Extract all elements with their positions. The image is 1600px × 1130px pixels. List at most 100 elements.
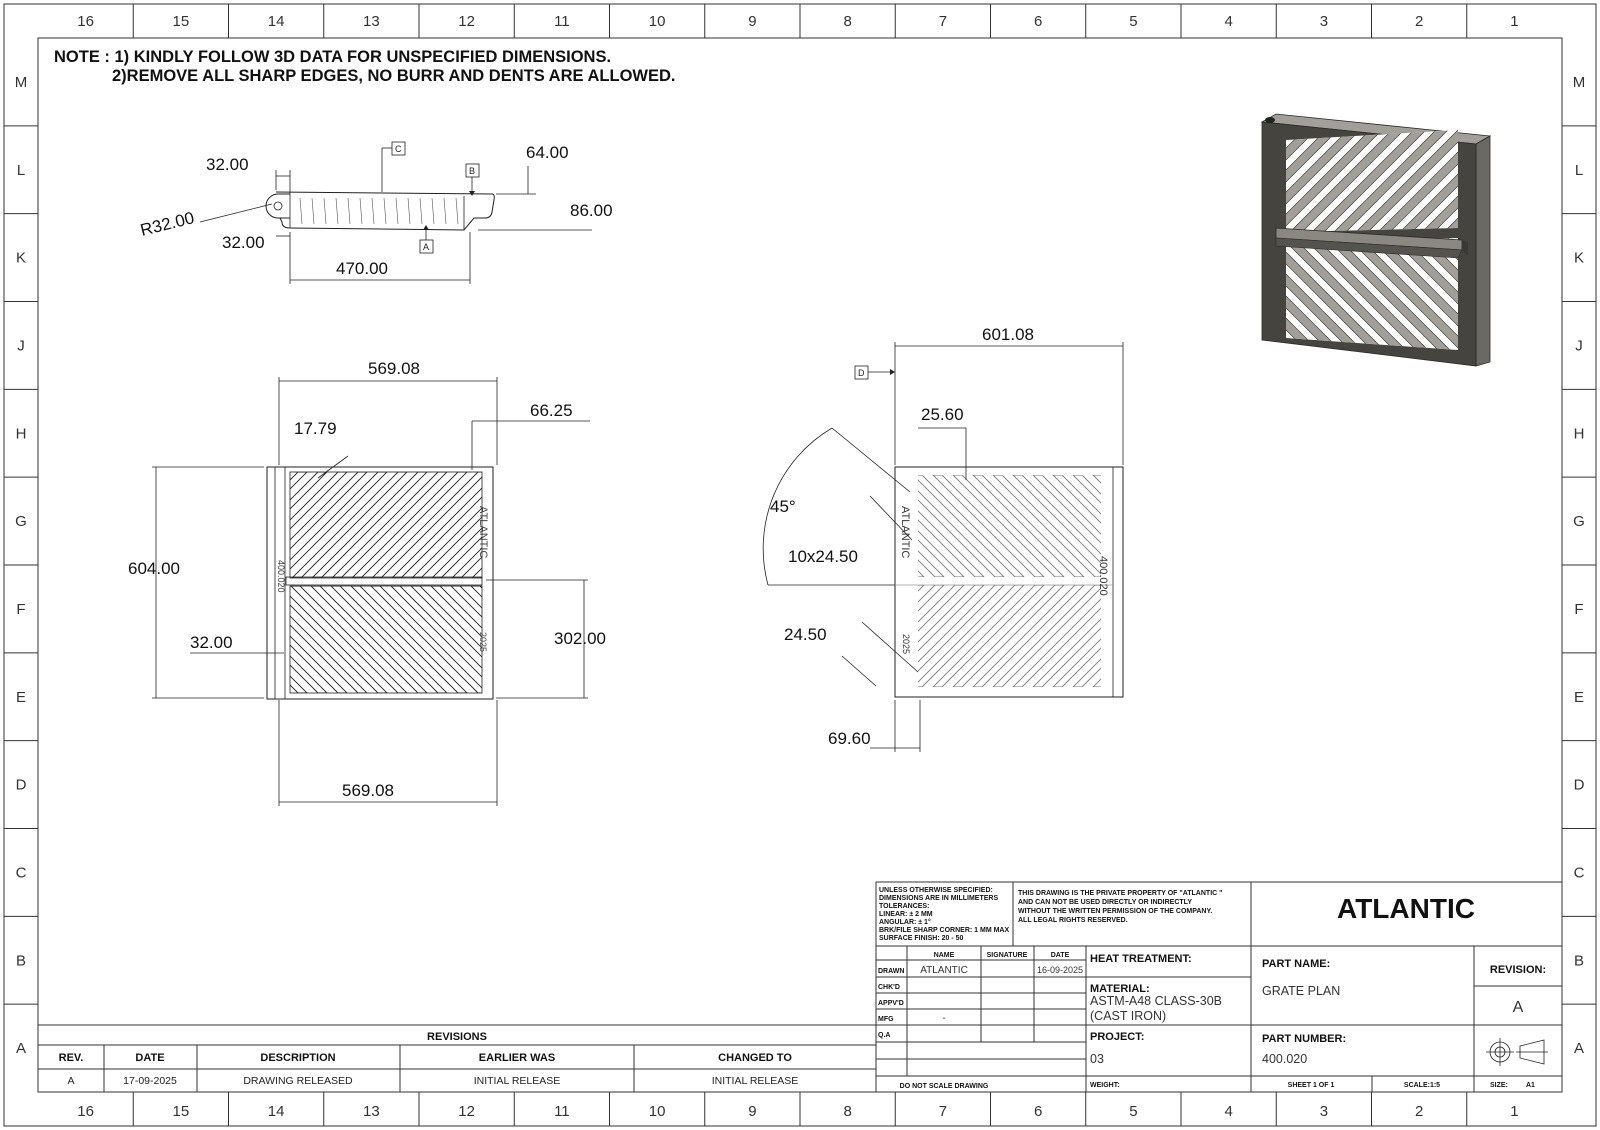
slot (952, 585, 1065, 687)
isometric-model (1260, 113, 1492, 367)
zone-row-label: B (16, 952, 26, 969)
rev-row-description: DRAWING RELEASED (243, 1075, 353, 1087)
zone-column-label: 10 (649, 1103, 666, 1120)
tb-drawn-name: ATLANTIC (920, 965, 968, 976)
slot (952, 475, 1065, 577)
slot (1113, 475, 1224, 577)
front-dim-height: 604.00 (128, 559, 180, 578)
zone-column-label: 13 (363, 1103, 380, 1120)
zone-row-label: M (1573, 74, 1586, 91)
slot (1153, 475, 1264, 577)
side-slot-mark (455, 197, 459, 225)
front-slots-top (172, 472, 482, 578)
tb-property-0: THIS DRAWING IS THE PRIVATE PROPERTY OF … (1018, 890, 1222, 897)
zone-row-label: D (16, 777, 27, 794)
zone-column-label: 5 (1129, 1103, 1137, 1120)
tb-col-name: NAME (934, 952, 955, 959)
projection-symbol-icon (1486, 1038, 1548, 1066)
zone-row-label: K (16, 250, 26, 267)
zone-column-label: 10 (649, 13, 666, 30)
zone-row-label: J (17, 337, 25, 354)
tb-do-not-scale: DO NOT SCALE DRAWING (900, 1083, 989, 1090)
rev-header-description: DESCRIPTION (260, 1052, 335, 1064)
slot (331, 472, 448, 578)
rev-row-rev: A (67, 1075, 74, 1087)
rev-header-rev: REV. (59, 1052, 84, 1064)
slot (370, 586, 482, 693)
grate-bar (1286, 130, 1321, 232)
side-slot-mark (347, 197, 351, 225)
zone-row-label: A (1574, 1040, 1584, 1057)
side-slot-mark (371, 197, 375, 225)
zone-column-label: 11 (554, 13, 570, 30)
front-dim-half: 302.00 (554, 629, 606, 648)
zone-column-label: 15 (173, 1103, 190, 1120)
front-slots-bottom (51, 586, 482, 693)
zone-row-label: L (1575, 162, 1583, 179)
slot (290, 635, 348, 693)
tb-weight-label: WEIGHT: (1090, 1082, 1120, 1089)
grate-bar (1286, 130, 1387, 232)
grate-bar (1286, 238, 1409, 350)
grate-bar (1397, 130, 1458, 232)
zone-column-label: 12 (458, 13, 475, 30)
zone-row-label: H (1574, 425, 1585, 442)
tb-part-number-label: PART NUMBER: (1262, 1033, 1346, 1045)
slot (1113, 585, 1224, 687)
slot (51, 586, 167, 693)
grate-bar (1286, 130, 1343, 232)
revisions-table: REVISIONS REV. DATE DESCRIPTION EARLIER … (37, 1024, 877, 1093)
side-slot-mark (431, 197, 435, 225)
slot (992, 585, 1101, 687)
side-dim-radius: R32.00 (138, 208, 196, 240)
side-slot-mark (323, 197, 327, 225)
slot (673, 475, 784, 577)
grate-bar (1389, 238, 1458, 350)
zone-row-label: C (16, 864, 27, 881)
zone-column-label: 12 (458, 1103, 475, 1120)
hinge-hole (273, 201, 283, 211)
zone-row-label: L (17, 162, 25, 179)
iso-bars-top (1286, 130, 1458, 232)
slot (633, 475, 744, 577)
slot (918, 585, 965, 632)
rear-dim-offset: 69.60 (828, 729, 871, 748)
zone-row-label: G (1573, 513, 1585, 530)
rear-slots-top (633, 475, 1284, 577)
slot (430, 586, 482, 638)
slot (918, 585, 945, 612)
front-engraving-year: 2025 (478, 632, 488, 652)
slot (932, 475, 1045, 577)
zone-row-label: B (1574, 952, 1584, 969)
zone-column-label: 4 (1224, 1103, 1232, 1120)
slot (653, 475, 764, 577)
grate-bar (1309, 130, 1431, 232)
zone-column-label: 8 (843, 13, 851, 30)
side-slot-mark (335, 197, 339, 225)
company-logo-text: ATLANTIC (1337, 893, 1475, 924)
tb-revision-value: A (1513, 999, 1524, 1016)
slot (391, 487, 482, 578)
slot (1153, 585, 1264, 687)
slot (172, 472, 287, 578)
side-slot-mark (299, 197, 303, 225)
note-line-1: NOTE : 1) KINDLY FOLLOW 3D DATA FOR UNSP… (54, 48, 611, 66)
zone-row-label: F (16, 601, 25, 618)
slot (411, 507, 482, 578)
tb-general-notes-6: SURFACE FINISH: 20 - 50 (879, 935, 964, 942)
rear-engraving-part: 400.020 (1097, 556, 1109, 596)
slot (918, 585, 1005, 672)
grate-bar (1419, 130, 1458, 232)
front-dim-width-bottom: 569.08 (342, 781, 394, 800)
zone-column-label: 6 (1034, 1103, 1042, 1120)
slot (1133, 585, 1244, 687)
slot (1173, 475, 1284, 577)
slot (673, 585, 784, 687)
grate-bar (1367, 238, 1458, 350)
zone-column-label: 13 (363, 13, 380, 30)
datum-a-box (419, 239, 434, 254)
note-line-2: 2)REMOVE ALL SHARP EDGES, NO BURR AND DE… (112, 67, 675, 85)
slot (451, 547, 482, 578)
tb-property-3: ALL LEGAL RIGHTS RESERVED. (1018, 917, 1128, 924)
tb-size-label: SIZE: (1490, 1082, 1508, 1089)
